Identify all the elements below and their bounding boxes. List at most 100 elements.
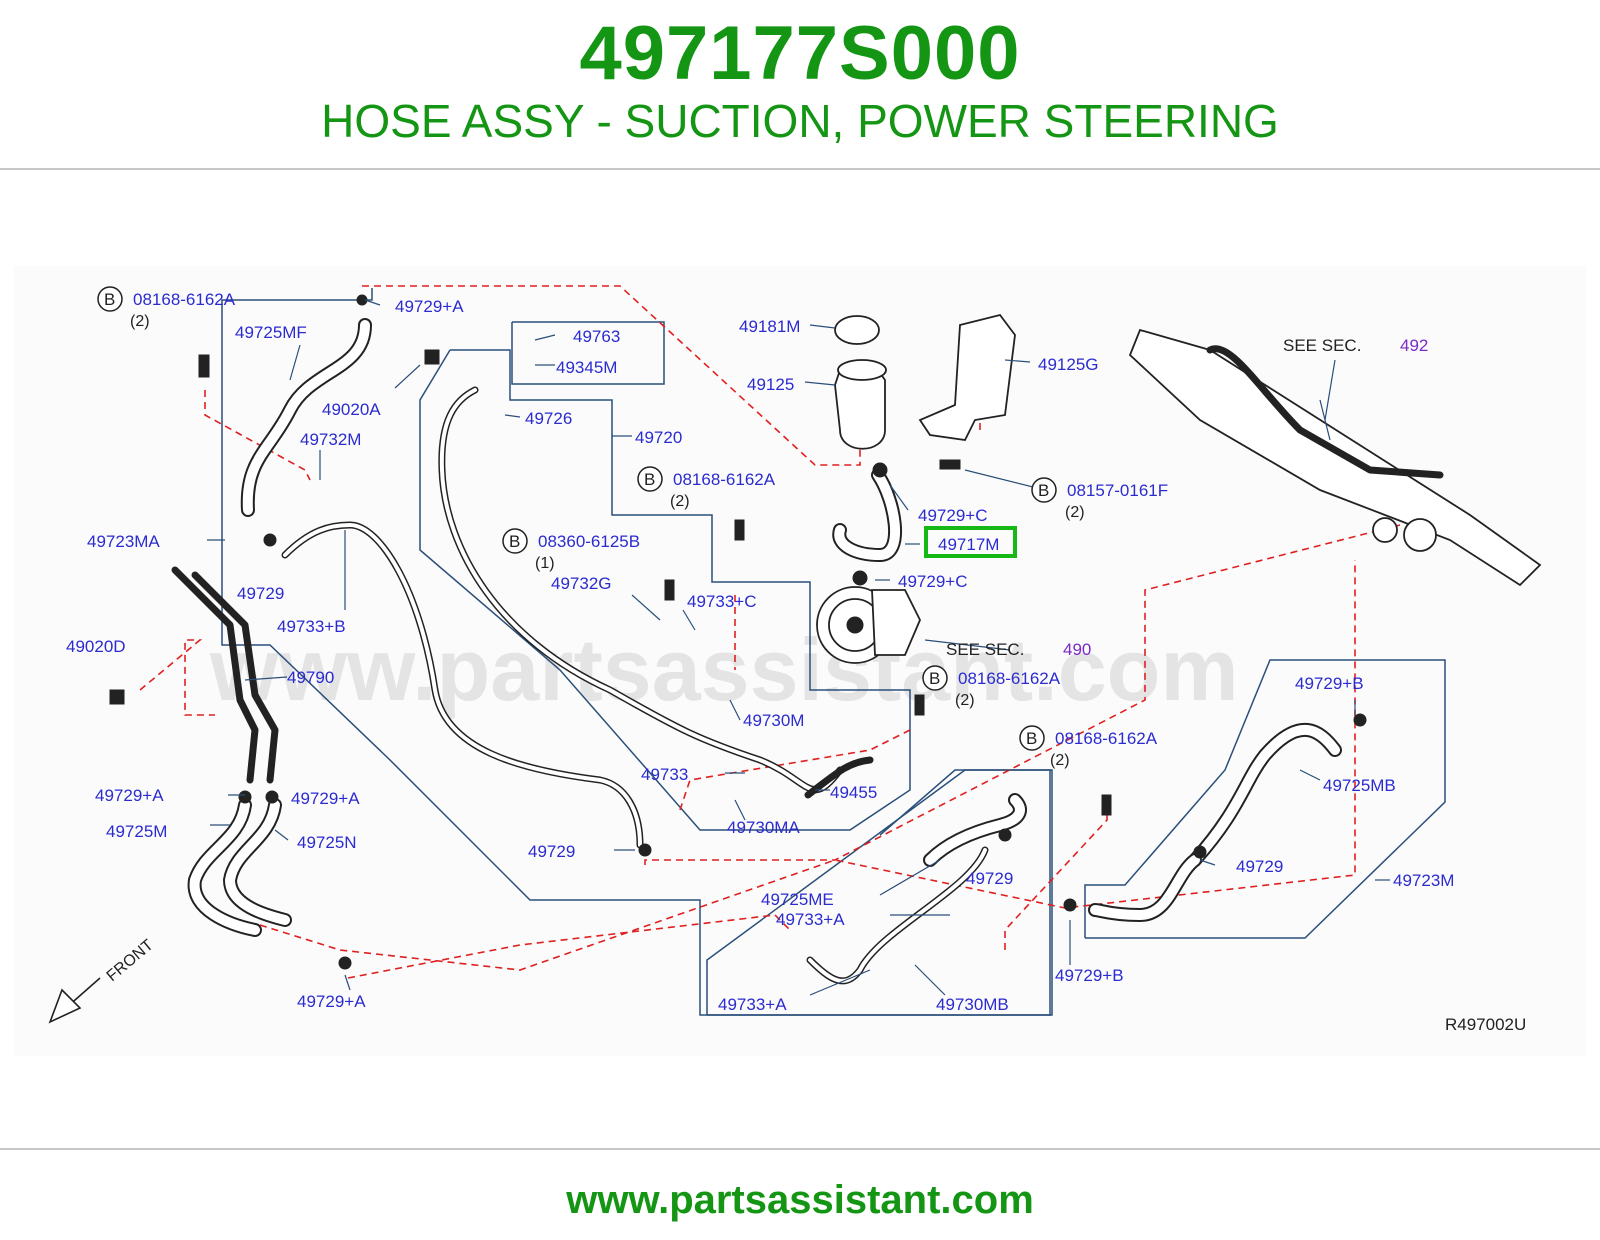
badge-b-icon xyxy=(1019,725,1045,751)
bolt-icon xyxy=(734,519,745,541)
callout-part-number: 08168-6162A xyxy=(958,669,1061,688)
part-label[interactable]: 49020A xyxy=(322,400,381,419)
part-label[interactable]: 49729 xyxy=(1236,857,1283,876)
part-label[interactable]: 49725M xyxy=(106,822,167,841)
bolt-icon xyxy=(198,354,210,378)
bolt-icon xyxy=(939,459,961,470)
dash-f xyxy=(679,729,911,811)
part-label[interactable]: 49125G xyxy=(1038,355,1099,374)
badge-b-icon xyxy=(502,528,528,554)
callout-part-number: 08168-6162A xyxy=(1055,729,1158,748)
clamp-49729b-right xyxy=(1353,713,1367,727)
dash-h xyxy=(347,914,791,979)
part-label[interactable]: 49729 xyxy=(237,584,284,603)
badge-b-icon xyxy=(637,466,663,492)
clamp-49729a-bottom xyxy=(338,956,352,970)
part-label[interactable]: 49790 xyxy=(287,668,334,687)
callout-part-number: 08168-6162A xyxy=(673,470,776,489)
bolt-callout-6: B 08168-6162A (2) xyxy=(1019,725,1158,769)
part-label[interactable]: 49345M xyxy=(556,358,617,377)
part-label[interactable]: 49725ME xyxy=(761,890,834,909)
part-label[interactable]: 49733+C xyxy=(687,592,756,611)
bolt-icon xyxy=(424,349,440,365)
header: 497177S000 HOSE ASSY - SUCTION, POWER ST… xyxy=(0,0,1600,168)
group-outline-49723m xyxy=(1084,659,1446,939)
part-label[interactable]: 49733 xyxy=(641,765,688,784)
reservoir-49125 xyxy=(834,369,886,450)
callout-badge: B xyxy=(1038,481,1049,500)
see-section-490: SEE SEC. 490 xyxy=(946,640,1091,659)
footer-url-link[interactable]: www.partsassistant.com xyxy=(566,1178,1034,1222)
part-label[interactable]: 49732M xyxy=(300,430,361,449)
part-label[interactable]: 49730M xyxy=(743,711,804,730)
part-label[interactable]: 49729+C xyxy=(918,506,987,525)
clamp-49729-mid xyxy=(638,843,652,857)
diagram-reference-code: R497002U xyxy=(1445,1015,1526,1034)
group-outline-49763 xyxy=(511,321,665,385)
part-label[interactable]: 49729+B xyxy=(1055,966,1124,985)
cooler-49790 xyxy=(171,566,279,784)
part-label[interactable]: 49020D xyxy=(66,637,126,656)
part-label[interactable]: 49732G xyxy=(551,574,612,593)
part-label[interactable]: 49723MA xyxy=(87,532,160,551)
selected-part-highlight xyxy=(924,526,1017,558)
part-label[interactable]: 49729+A xyxy=(395,297,464,316)
dash-b xyxy=(204,390,311,481)
part-label[interactable]: 49729+C xyxy=(898,572,967,591)
part-label[interactable]: 49763 xyxy=(573,327,620,346)
parts-diagram: www.partsassistant.com xyxy=(0,170,1600,1142)
bolt-callout-4: B 08157-0161F (2) xyxy=(1031,477,1168,521)
badge-b-icon xyxy=(97,286,123,312)
part-label[interactable]: 49729 xyxy=(528,842,575,861)
bolt-icon xyxy=(109,689,125,705)
steering-rack xyxy=(1128,328,1542,587)
clamp-49729b-bottom xyxy=(1063,898,1077,912)
clamp-49729-me xyxy=(998,828,1012,842)
group-outline-49720 xyxy=(419,349,911,831)
callout-badge: B xyxy=(929,669,940,688)
part-number-title: 497177S000 xyxy=(579,11,1021,96)
diagram-canvas: www.partsassistant.com xyxy=(14,266,1586,1056)
part-label[interactable]: 49733+B xyxy=(277,617,346,636)
part-label[interactable]: 49729 xyxy=(966,869,1013,888)
clamp-49729a-top xyxy=(356,294,368,306)
bolt-icon xyxy=(1101,794,1112,816)
part-label[interactable]: 49730MB xyxy=(936,995,1009,1014)
part-label[interactable]: 49725N xyxy=(297,833,357,852)
part-label[interactable]: 49726 xyxy=(525,409,572,428)
part-label[interactable]: 49733+A xyxy=(776,910,845,929)
part-label[interactable]: 49125 xyxy=(747,375,794,394)
part-label[interactable]: 49729+B xyxy=(1295,674,1364,693)
dash-c xyxy=(139,639,215,716)
part-label[interactable]: 49720 xyxy=(635,428,682,447)
bolt-callout-3: B 08360-6125B (1) xyxy=(502,528,640,572)
clamp-49729a-1 xyxy=(238,790,252,804)
part-label-highlighted[interactable]: 49717M xyxy=(938,535,999,554)
bolt-callout-5: B 08168-6162A (2) xyxy=(922,665,1061,709)
part-label[interactable]: 49455 xyxy=(830,783,877,802)
clamp-49729c-top xyxy=(872,462,888,478)
callout-badge: B xyxy=(1026,729,1037,748)
part-label[interactable]: 49725MB xyxy=(1323,776,1396,795)
part-label[interactable]: 49730MA xyxy=(727,818,800,837)
part-label[interactable]: 49181M xyxy=(739,317,800,336)
part-label[interactable]: 49729+A xyxy=(297,992,366,1011)
part-label[interactable]: 49729+A xyxy=(95,786,164,805)
dash-e xyxy=(644,524,1401,865)
part-label[interactable]: 49725MF xyxy=(235,323,307,342)
bolt-icon xyxy=(914,694,925,716)
part-description: HOSE ASSY - SUCTION, POWER STEERING xyxy=(321,95,1279,147)
badge-b-icon xyxy=(922,665,948,691)
part-label[interactable]: 49733+A xyxy=(718,995,787,1014)
part-labels: 49729+A 49725MF 49763 49345M 49181M 4912… xyxy=(66,297,1454,1014)
badge-b-icon xyxy=(1031,477,1057,503)
part-label[interactable]: 49729+A xyxy=(291,789,360,808)
clamp-49729-right xyxy=(1193,845,1207,859)
bolt-callout-1: B 08168-6162A (2) xyxy=(97,286,236,330)
header-divider xyxy=(0,168,1600,170)
pump-body xyxy=(871,589,921,656)
see-section-number: 492 xyxy=(1400,336,1428,355)
bracket-49125g xyxy=(918,313,1016,441)
see-section-492: SEE SEC. 492 xyxy=(1283,336,1428,355)
part-label[interactable]: 49723M xyxy=(1393,871,1454,890)
